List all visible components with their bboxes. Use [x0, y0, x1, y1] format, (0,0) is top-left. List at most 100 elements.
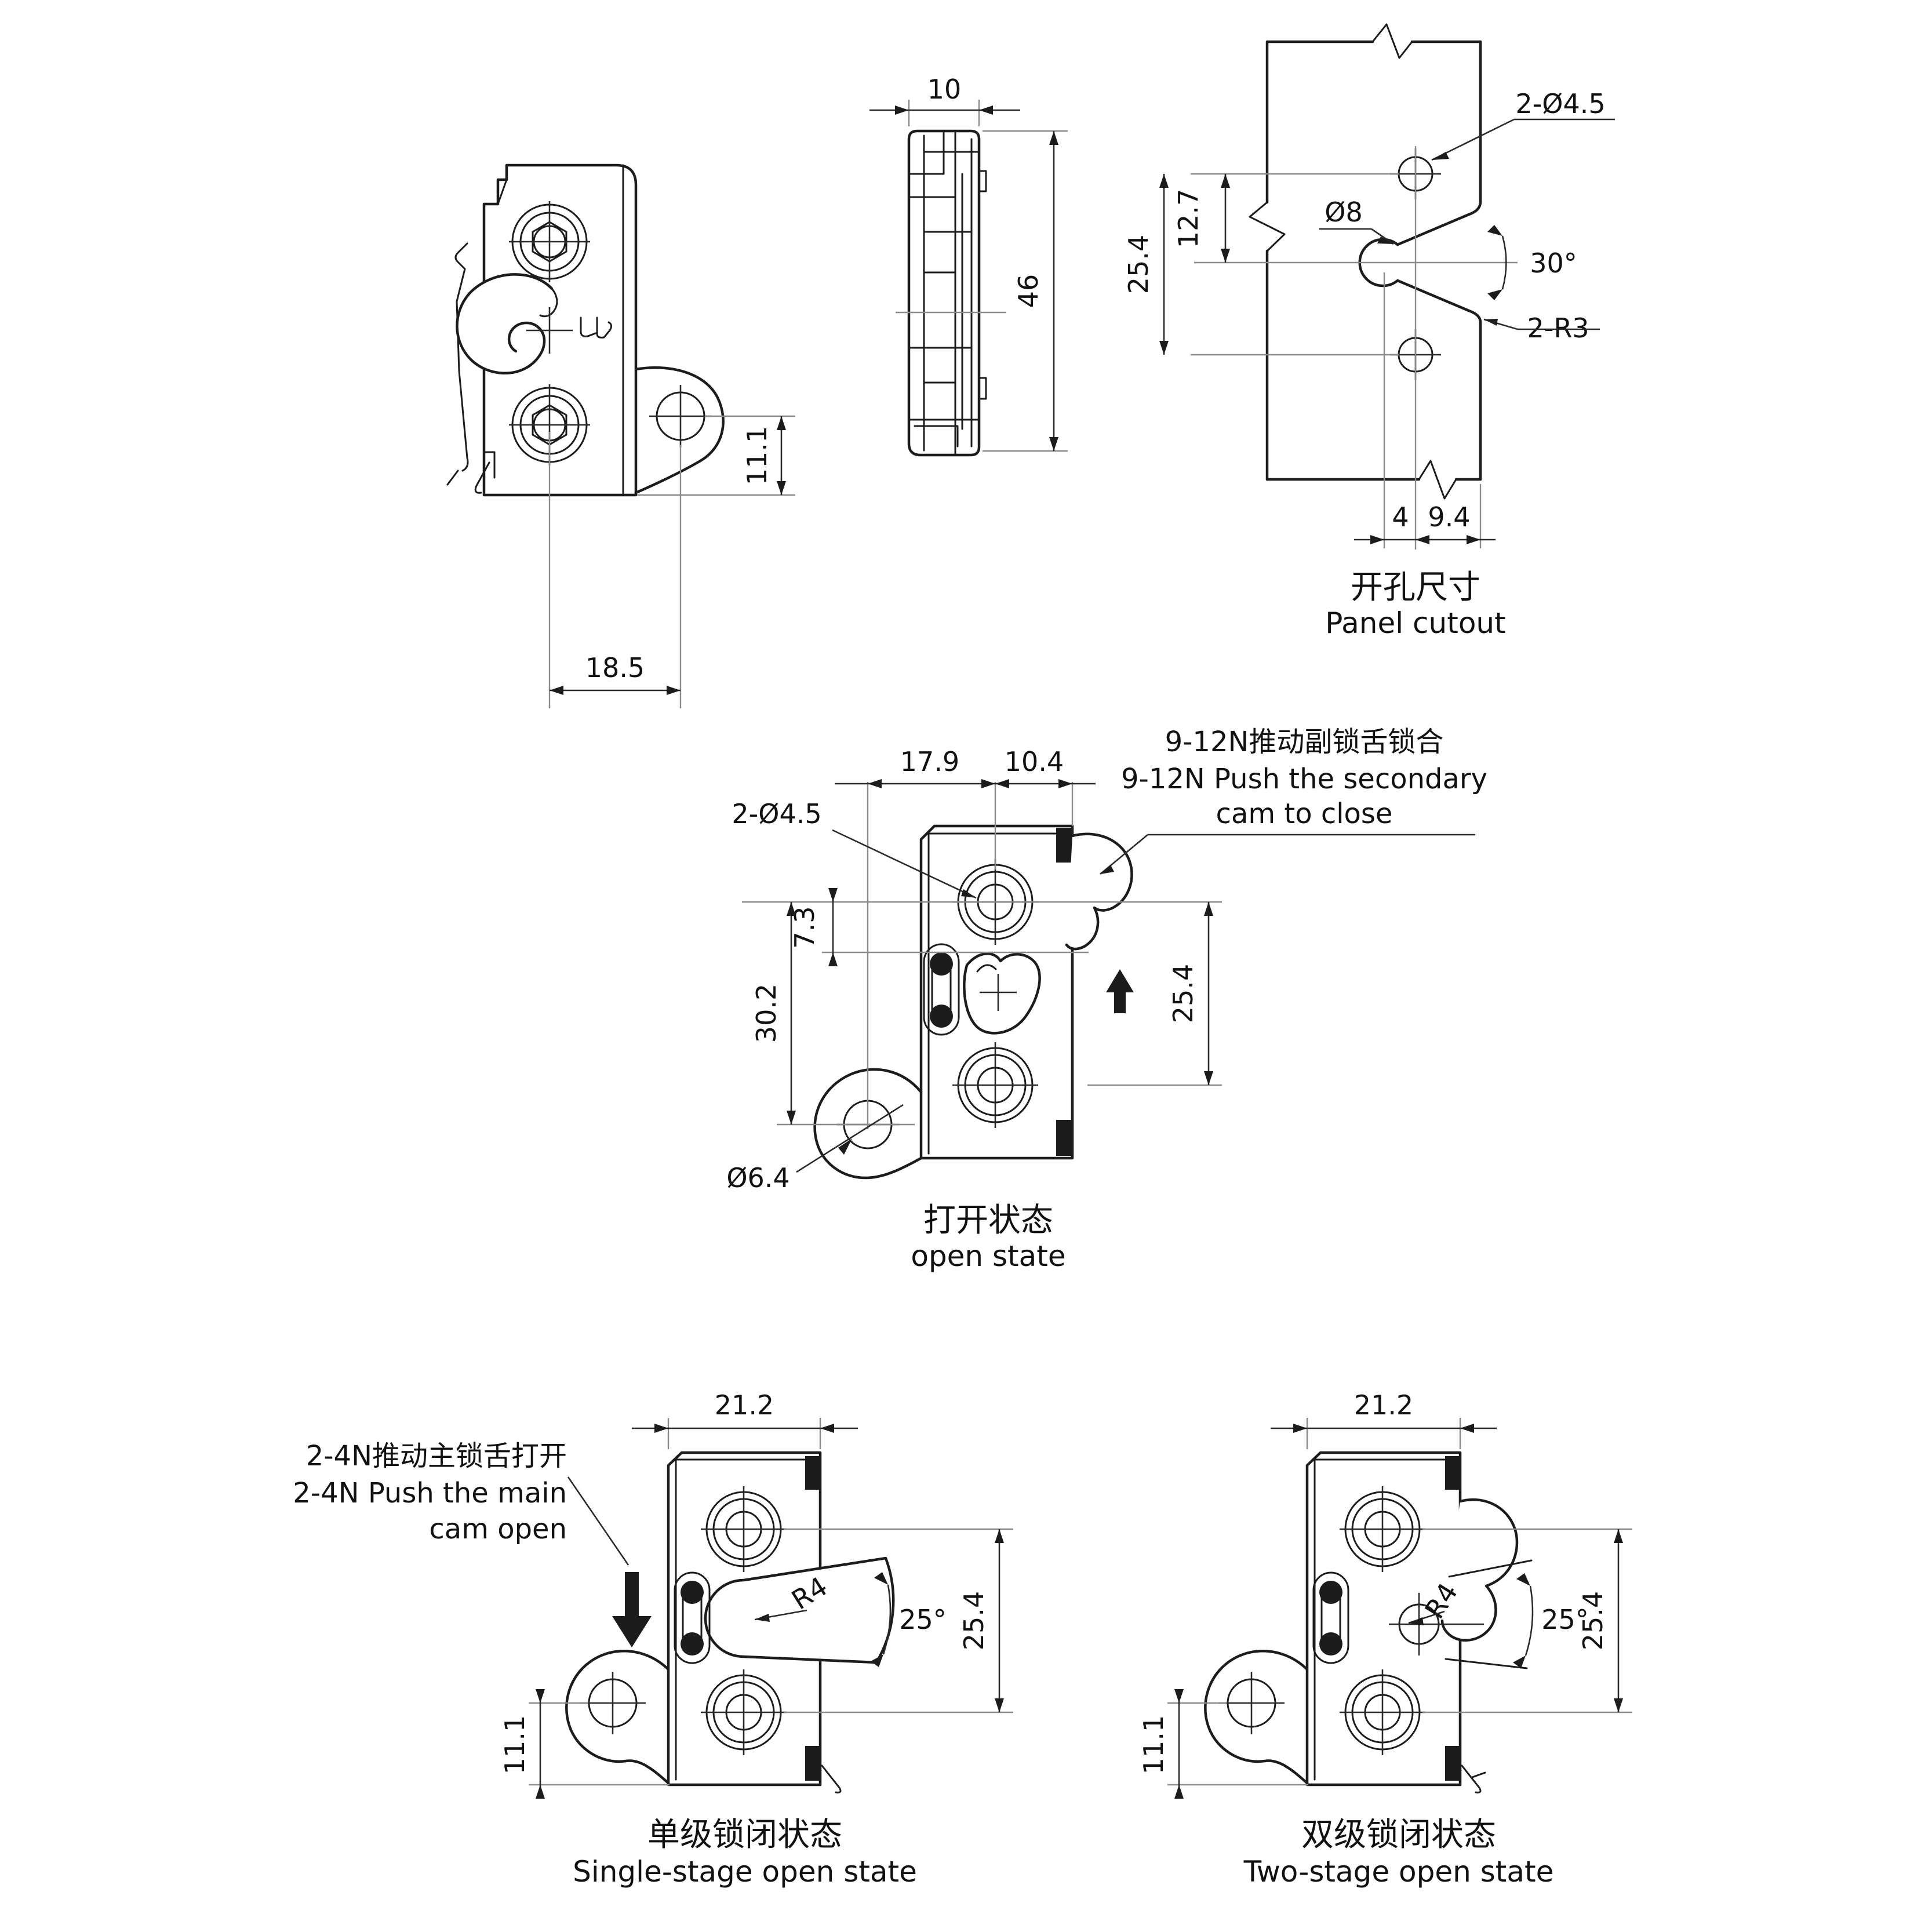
two-mounting-tab	[1204, 1650, 1309, 1785]
single-body-outline	[667, 1451, 822, 1787]
open-body-outline	[919, 824, 1074, 1160]
single-note-leader	[567, 1476, 630, 1566]
two-wedge-lower	[1445, 1658, 1528, 1669]
side-top-step	[908, 130, 945, 175]
single-note-en2: cam open	[429, 1513, 567, 1545]
panel-cutout-view: 25.4 12.7 2-Ø4.5 Ø8 30° 2-R3 4 9.4	[1123, 23, 1615, 640]
single-upper-boss	[701, 1486, 787, 1572]
single-mounting-tab	[565, 1650, 670, 1785]
two-stage-view: R4 25° 25.4 21.2 11.1 双级锁闭状态	[1138, 1389, 1632, 1889]
open-dim-25.4: 25.4	[1167, 964, 1199, 1023]
two-dim-11.1: 11.1	[1138, 1715, 1169, 1774]
front-main-cam-hook	[456, 273, 554, 374]
single-down-arrow	[612, 1572, 652, 1647]
open-cam-notch	[976, 964, 997, 973]
single-spring-wisp	[821, 1764, 842, 1793]
panel-dim-12.7: 12.7	[1173, 189, 1204, 248]
side-dim-46: 46	[1013, 274, 1044, 308]
two-spring-wisp	[1461, 1764, 1486, 1793]
open-note-en2: cam to close	[1216, 798, 1393, 830]
single-dim-21.2: 21.2	[715, 1389, 774, 1421]
front-bottom-notch	[483, 451, 496, 479]
single-corner-tab-bottom	[805, 1746, 820, 1781]
open-up-arrow	[1106, 969, 1134, 1013]
front-step-diagonal	[497, 179, 508, 205]
two-lower-boss	[1340, 1669, 1425, 1755]
side-nub-1	[978, 170, 987, 192]
panel-label-holes: 2-Ø4.5	[1515, 88, 1605, 119]
open-note-zh: 9-12N推动副锁舌锁合	[1165, 726, 1444, 758]
panel-angle-arc	[1501, 235, 1507, 290]
single-note-en1: 2-4N Push the main	[293, 1477, 567, 1509]
two-upper-boss	[1340, 1486, 1425, 1572]
open-dim-30.2: 30.2	[751, 984, 782, 1043]
panel-caption-zh: 开孔尺寸	[1351, 569, 1480, 606]
single-stage-view: R4 25° 25.4 21.2 11.1	[293, 1389, 1013, 1889]
two-wedge-upper	[1448, 1559, 1533, 1578]
panel-dim-4: 4	[1392, 501, 1409, 533]
open-note-en1: 9-12N Push the secondary	[1121, 763, 1487, 795]
two-angle-arc	[1525, 1585, 1534, 1656]
open-corner-tab-bottom	[1056, 1120, 1071, 1156]
two-dim-21.2: 21.2	[1354, 1389, 1413, 1421]
panel-label-r3: 2-R3	[1527, 312, 1589, 344]
two-oval-slot	[1312, 1571, 1349, 1664]
front-mounting-tab	[634, 366, 725, 494]
panel-d8-leader	[1371, 228, 1394, 245]
panel-slot-upper-flare	[1396, 200, 1482, 246]
front-clip-glyph	[580, 316, 613, 339]
front-dim-11.1: 11.1	[741, 426, 773, 485]
single-corner-tab-top	[805, 1456, 820, 1490]
side-body-outline	[907, 129, 981, 457]
single-lower-boss	[701, 1669, 787, 1755]
single-angle-arc	[882, 1584, 892, 1655]
single-note-zh: 2-4N推动主锁舌打开	[306, 1440, 567, 1472]
two-label-25deg: 25°	[1541, 1604, 1589, 1635]
open-dim-10.4: 10.4	[1005, 746, 1064, 777]
open-label-d64: Ø6.4	[726, 1162, 789, 1194]
two-corner-tab-bottom	[1445, 1746, 1460, 1781]
panel-label-30deg: 30°	[1530, 248, 1577, 279]
panel-left-break	[1249, 201, 1286, 252]
open-corner-tab-top	[1056, 828, 1071, 863]
open-caption-en: open state	[911, 1239, 1065, 1273]
front-upper-boss	[509, 201, 590, 282]
panel-slot-lower-flare	[1396, 279, 1482, 324]
single-oval-slot	[674, 1571, 711, 1664]
single-dim-11.1: 11.1	[499, 1715, 530, 1774]
panel-dim-9.4: 9.4	[1428, 501, 1470, 533]
open-caption-zh: 打开状态	[923, 1202, 1053, 1239]
panel-bottom-break	[1418, 460, 1457, 500]
front-dim-18.5: 18.5	[585, 652, 645, 683]
open-label-holes: 2-Ø4.5	[732, 798, 821, 829]
two-corner-tab-top	[1445, 1456, 1460, 1490]
open-state-view: 17.9 10.4 2-Ø4.5 7.3 30.2 25.4 Ø6.4 9-12…	[726, 726, 1487, 1273]
single-label-25deg: 25°	[899, 1604, 947, 1635]
front-spring-wire	[446, 242, 490, 494]
two-body-outline	[1305, 1451, 1462, 1787]
single-caption-zh: 单级锁闭状态	[647, 1816, 842, 1854]
side-dim-10: 10	[927, 74, 962, 105]
two-caption-zh: 双级锁闭状态	[1301, 1816, 1496, 1854]
panel-caption-en: Panel cutout	[1325, 606, 1505, 640]
panel-dim-25.4: 25.4	[1123, 235, 1154, 294]
side-view: 10 46	[869, 74, 1068, 457]
open-mounting-tab	[813, 1068, 923, 1180]
side-nub-2	[978, 377, 987, 400]
open-main-cam	[963, 952, 1041, 1035]
panel-top-break	[1371, 23, 1413, 59]
front-cam-finger	[539, 288, 558, 318]
single-dim-25.4: 25.4	[958, 1591, 989, 1650]
single-cam-wedge	[704, 1556, 895, 1664]
open-holes-leader	[832, 829, 977, 899]
panel-label-d8: Ø8	[1325, 197, 1362, 228]
two-dim-25.4: 25.4	[1577, 1591, 1609, 1650]
two-caption-en: Two-stage open state	[1243, 1855, 1554, 1889]
open-secondary-cam-hook	[1065, 832, 1133, 951]
front-view: 18.5 11.1	[446, 163, 795, 708]
open-d64-leader	[796, 1104, 904, 1173]
open-dim-17.9: 17.9	[900, 746, 959, 777]
open-oval-slot	[923, 943, 960, 1036]
single-caption-en: Single-stage open state	[573, 1855, 917, 1889]
